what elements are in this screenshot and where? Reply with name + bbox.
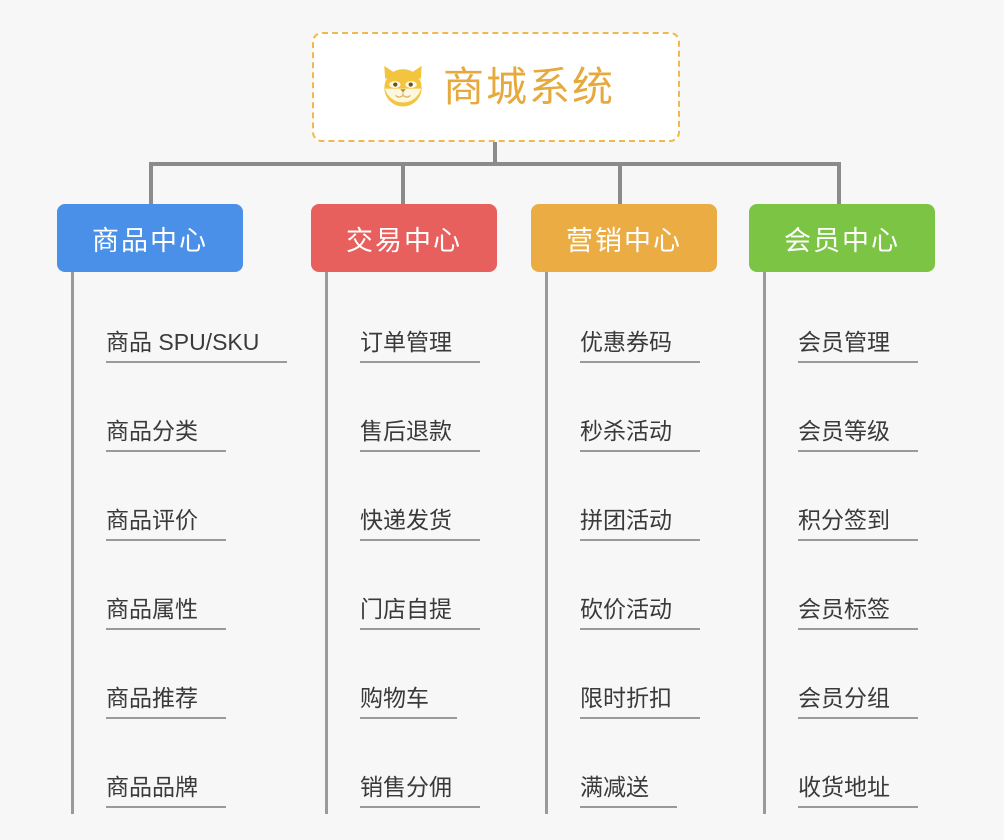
leaf-item[interactable]: 会员管理 xyxy=(766,280,975,369)
leaf-item[interactable]: 收货地址 xyxy=(766,725,975,814)
leaf-item-label: 商品评价 xyxy=(106,507,226,541)
leaf-item-label: 商品推荐 xyxy=(106,685,226,719)
leaf-item[interactable]: 拼团活动 xyxy=(548,458,755,547)
leaf-item-label: 满减送 xyxy=(580,774,677,808)
branch-header-label: 商品中心 xyxy=(92,225,208,256)
leaf-item-label: 砍价活动 xyxy=(580,596,700,630)
leaf-item-label: 销售分佣 xyxy=(360,774,480,808)
leaf-item[interactable]: 优惠券码 xyxy=(548,280,755,369)
branch-header-member[interactable]: 会员中心 xyxy=(749,204,935,272)
connector-bus xyxy=(149,162,841,166)
leaf-item-label: 会员等级 xyxy=(798,418,918,452)
branch-header-marketing[interactable]: 营销中心 xyxy=(531,204,717,272)
leaf-item[interactable]: 砍价活动 xyxy=(548,547,755,636)
leaf-item-label: 商品品牌 xyxy=(106,774,226,808)
connector-drop-1 xyxy=(149,162,153,206)
leaf-item[interactable]: 积分签到 xyxy=(766,458,975,547)
leaf-item[interactable]: 门店自提 xyxy=(328,547,537,636)
leaf-item-label: 快递发货 xyxy=(360,507,480,541)
leaf-item[interactable]: 商品评价 xyxy=(74,458,297,547)
leaf-item-label: 商品分类 xyxy=(106,418,226,452)
leaf-item-label: 商品 SPU/SKU xyxy=(106,329,288,363)
leaf-item-label: 订单管理 xyxy=(360,329,480,363)
connector-stem xyxy=(493,142,497,166)
leaf-item-label: 限时折扣 xyxy=(580,685,700,719)
root-node[interactable]: 商城系统 xyxy=(312,32,680,142)
branch-column-member: 会员中心 会员管理 会员等级 积分签到 会员标签 会员分组 收货地址 xyxy=(749,204,975,814)
leaf-item[interactable]: 商品品牌 xyxy=(74,725,297,814)
leaf-item-label: 商品属性 xyxy=(106,596,226,630)
leaf-item-label: 优惠券码 xyxy=(580,329,700,363)
leaf-item[interactable]: 快递发货 xyxy=(328,458,537,547)
branch-header-label: 交易中心 xyxy=(346,225,462,256)
branch-header-product[interactable]: 商品中心 xyxy=(57,204,243,272)
branch-column-product: 商品中心 商品 SPU/SKU 商品分类 商品评价 商品属性 商品推荐 商品品牌 xyxy=(57,204,297,814)
leaf-list-trade: 订单管理 售后退款 快递发货 门店自提 购物车 销售分佣 xyxy=(325,272,537,814)
leaf-list-product: 商品 SPU/SKU 商品分类 商品评价 商品属性 商品推荐 商品品牌 xyxy=(71,272,297,814)
leaf-item[interactable]: 订单管理 xyxy=(328,280,537,369)
leaf-item[interactable]: 秒杀活动 xyxy=(548,369,755,458)
branch-columns: 商品中心 商品 SPU/SKU 商品分类 商品评价 商品属性 商品推荐 商品品牌… xyxy=(0,204,1004,840)
shiba-dog-icon xyxy=(384,65,422,107)
leaf-item-label: 售后退款 xyxy=(360,418,480,452)
leaf-item-label: 拼团活动 xyxy=(580,507,700,541)
connector-drop-4 xyxy=(837,162,841,206)
leaf-item[interactable]: 限时折扣 xyxy=(548,636,755,725)
leaf-item[interactable]: 销售分佣 xyxy=(328,725,537,814)
leaf-list-member: 会员管理 会员等级 积分签到 会员标签 会员分组 收货地址 xyxy=(763,272,975,814)
leaf-item[interactable]: 商品属性 xyxy=(74,547,297,636)
leaf-item[interactable]: 售后退款 xyxy=(328,369,537,458)
branch-header-label: 会员中心 xyxy=(784,225,900,256)
branch-header-label: 营销中心 xyxy=(566,225,682,256)
leaf-item[interactable]: 商品推荐 xyxy=(74,636,297,725)
leaf-item-label: 秒杀活动 xyxy=(580,418,700,452)
leaf-item-label: 收货地址 xyxy=(798,774,918,808)
leaf-item-label: 购物车 xyxy=(360,685,457,719)
leaf-item[interactable]: 会员分组 xyxy=(766,636,975,725)
leaf-item-label: 会员管理 xyxy=(798,329,918,363)
connector-drop-2 xyxy=(401,162,405,206)
leaf-item[interactable]: 会员标签 xyxy=(766,547,975,636)
branch-column-marketing: 营销中心 优惠券码 秒杀活动 拼团活动 砍价活动 限时折扣 满减送 xyxy=(531,204,755,814)
leaf-item[interactable]: 会员等级 xyxy=(766,369,975,458)
branch-header-trade[interactable]: 交易中心 xyxy=(311,204,497,272)
leaf-item[interactable]: 商品 SPU/SKU xyxy=(74,280,297,369)
leaf-item[interactable]: 商品分类 xyxy=(74,369,297,458)
leaf-item-label: 门店自提 xyxy=(360,596,480,630)
leaf-item-label: 会员标签 xyxy=(798,596,918,630)
branch-column-trade: 交易中心 订单管理 售后退款 快递发货 门店自提 购物车 销售分佣 xyxy=(311,204,537,814)
connector-drop-3 xyxy=(618,162,622,206)
leaf-list-marketing: 优惠券码 秒杀活动 拼团活动 砍价活动 限时折扣 满减送 xyxy=(545,272,755,814)
leaf-item-label: 积分签到 xyxy=(798,507,918,541)
leaf-item[interactable]: 满减送 xyxy=(548,725,755,814)
leaf-item-label: 会员分组 xyxy=(798,685,918,719)
root-title: 商城系统 xyxy=(443,63,615,110)
leaf-item[interactable]: 购物车 xyxy=(328,636,537,725)
